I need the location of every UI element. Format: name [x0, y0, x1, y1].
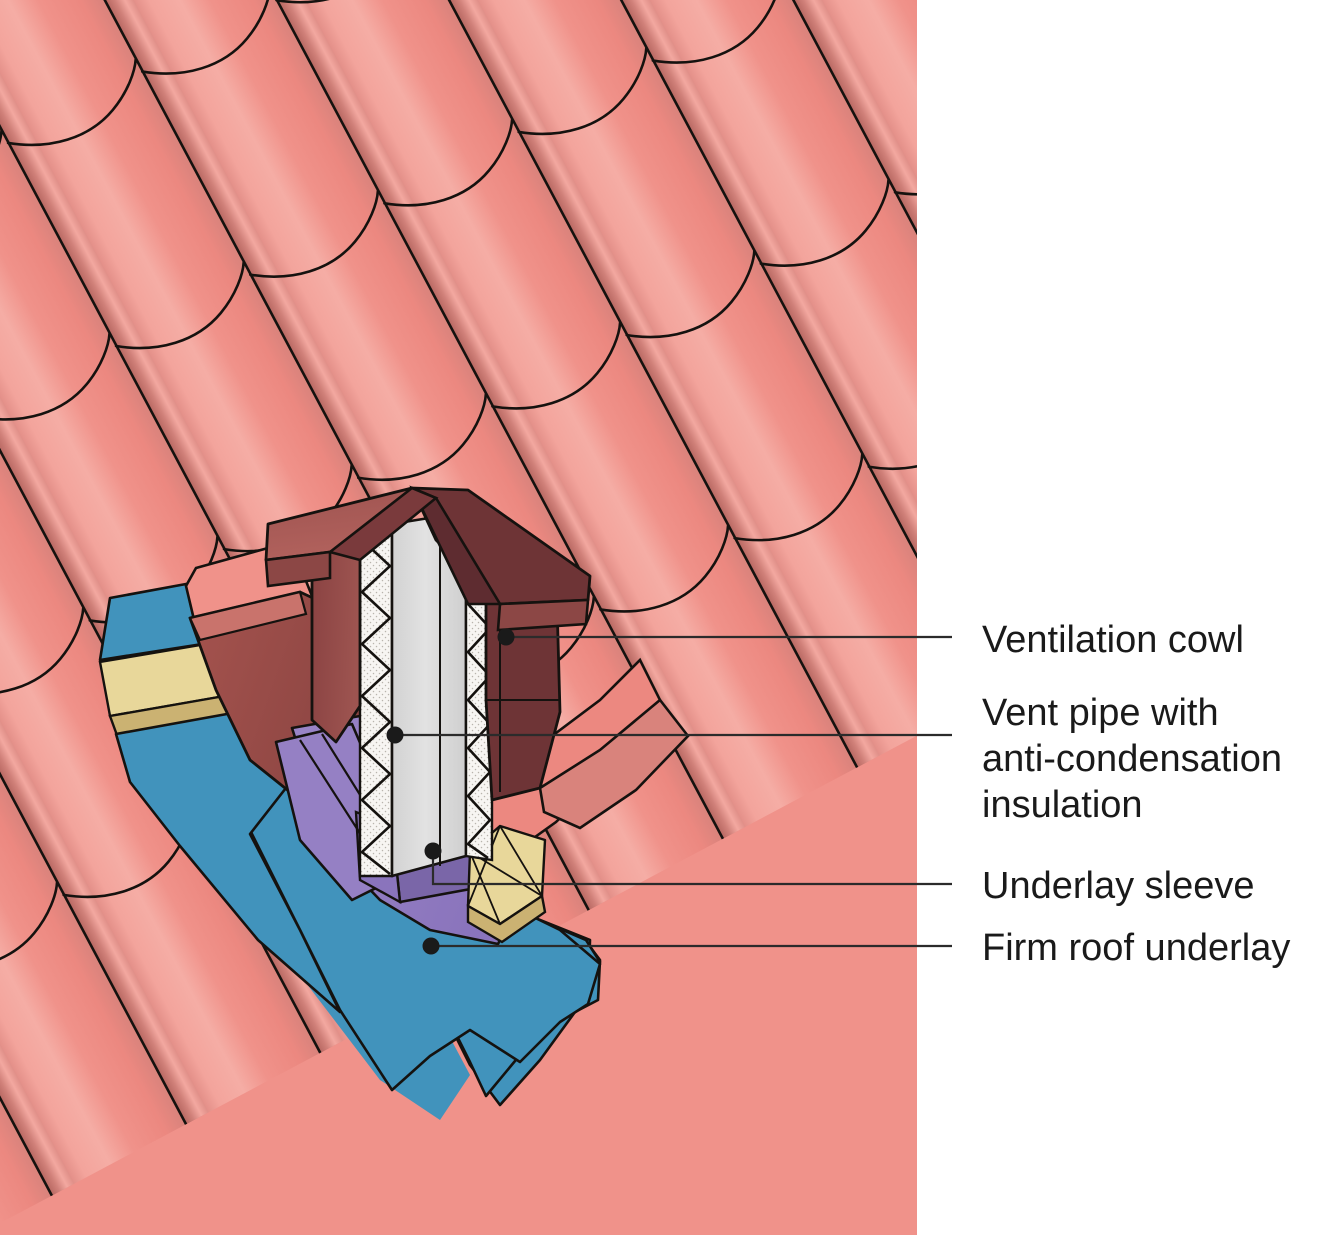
tile-over-cowl-right [538, 698, 690, 830]
leader-underlay-sleeve [431, 851, 952, 886]
label-ventilation-cowl: Ventilation cowl [982, 619, 1244, 661]
leader-dots [386, 628, 515, 955]
leader-lines [395, 635, 952, 948]
dot-ventilation-cowl [497, 628, 515, 646]
label-firm-roof-underlay: Firm roof underlay [982, 927, 1291, 969]
label-underlay-sleeve: Underlay sleeve [982, 865, 1255, 907]
dot-firm-roof-underlay [422, 937, 440, 955]
dot-vent-pipe [386, 726, 404, 744]
ventilation-cowl [264, 485, 592, 802]
dot-underlay-sleeve [424, 842, 442, 860]
label-vent-pipe-line-2: anti-condensation [982, 738, 1282, 780]
label-vent-pipe-line-3: insulation [982, 784, 1143, 826]
label-vent-pipe-line-1: Vent pipe with [982, 692, 1219, 734]
